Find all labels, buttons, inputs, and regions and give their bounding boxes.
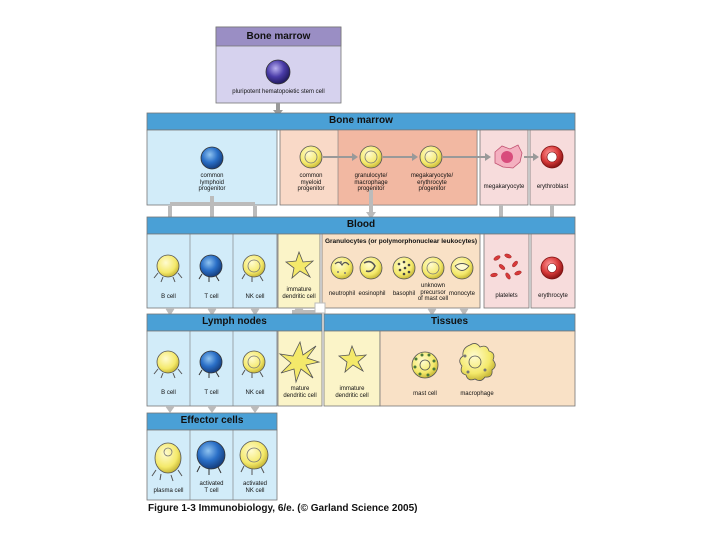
label-lymph-b-cell: B cell bbox=[161, 390, 176, 396]
label-me-progenitor: megakaryocyte/ erythrocyte progenitor bbox=[410, 173, 454, 192]
monocyte-icon bbox=[450, 256, 474, 280]
label-neutrophil: neutrophil bbox=[328, 291, 356, 297]
label-lymph-nk-cell: NK cell bbox=[245, 390, 265, 396]
label-erythroblast: erythroblast bbox=[536, 184, 569, 190]
label-mature-dc: mature dendritic cell bbox=[283, 386, 317, 399]
erythroblast-icon bbox=[540, 145, 564, 169]
lymph-b-cell-icon bbox=[153, 350, 183, 379]
unknown-precursor-icon bbox=[421, 256, 445, 280]
lymph-t-cell-icon bbox=[198, 350, 223, 378]
label-plasma-cell: plasma cell bbox=[153, 488, 184, 494]
erythrocyte-icon bbox=[540, 256, 564, 280]
blood-t-cell-icon bbox=[198, 254, 223, 282]
label-mast-cell: mast cell bbox=[413, 391, 437, 397]
header-bone-marrow: Bone marrow bbox=[329, 115, 393, 126]
stem-cell-icon bbox=[265, 59, 291, 85]
megakaryocyte-icon bbox=[494, 144, 523, 169]
stem-cell-panel bbox=[215, 26, 342, 104]
label-blood-b-cell: B cell bbox=[161, 294, 176, 300]
label-blood-immature-dc: immature dendritic cell bbox=[282, 287, 316, 300]
tissue-immature-dc-icon bbox=[337, 344, 368, 374]
label-platelets: platelets bbox=[495, 293, 518, 299]
label-unknown-precursor: unknown precursor of mast cell bbox=[417, 283, 449, 302]
label-macrophage: macrophage bbox=[460, 391, 494, 397]
header-lymph-nodes: Lymph nodes bbox=[202, 316, 267, 327]
label-erythrocyte: erythrocyte bbox=[538, 293, 568, 299]
platelets-icon bbox=[490, 253, 522, 280]
blood-b-cell-icon bbox=[153, 254, 183, 283]
label-monocyte: monocyte bbox=[448, 291, 475, 297]
label-basophil: basophil bbox=[392, 291, 416, 297]
label-eosinophil: eosinophil bbox=[358, 291, 386, 297]
label-blood-t-cell: T cell bbox=[204, 294, 219, 300]
activated-t-cell-icon bbox=[196, 440, 226, 475]
label-myeloid-progenitor: common myeloid progenitor bbox=[297, 173, 325, 192]
header-blood: Blood bbox=[346, 219, 376, 230]
header-effector-cells: Effector cells bbox=[180, 415, 244, 426]
myeloid-progenitor-icon bbox=[299, 145, 323, 169]
blood-immature-dc-icon bbox=[284, 250, 315, 280]
header-granulocytes: Granulocytes (or polymorphonuclear leuko… bbox=[324, 238, 478, 245]
blood-nk-cell-icon bbox=[241, 254, 266, 282]
mast-cell-icon bbox=[411, 351, 439, 379]
label-activated-t-cell: activated T cell bbox=[199, 481, 224, 494]
label-lymph-t-cell: T cell bbox=[204, 390, 219, 396]
gm-progenitor-icon bbox=[359, 145, 383, 169]
me-progenitor-icon bbox=[419, 145, 443, 169]
label-stem-cell: pluripotent hematopoietic stem cell bbox=[232, 89, 325, 95]
lymphoid-progenitor-icon bbox=[200, 146, 224, 170]
label-blood-nk-cell: NK cell bbox=[245, 294, 265, 300]
activated-nk-cell-icon bbox=[239, 440, 269, 475]
mature-dc-icon bbox=[278, 340, 321, 384]
label-lymphoid-progenitor: common lymphoid progenitor bbox=[198, 173, 226, 192]
label-activated-nk-cell: activated NK cell bbox=[242, 481, 267, 494]
figure-caption: Figure 1-3 Immunobiology, 6/e. (© Garlan… bbox=[148, 503, 418, 514]
label-tissue-immature-dc: immature dendritic cell bbox=[335, 386, 369, 399]
header-bone-marrow-top: Bone marrow bbox=[246, 31, 311, 42]
basophil-icon bbox=[392, 256, 416, 280]
plasma-cell-icon bbox=[151, 442, 183, 482]
label-megakaryocyte: megakaryocyte bbox=[483, 184, 525, 190]
eosinophil-icon bbox=[359, 256, 383, 280]
header-tissues: Tissues bbox=[430, 316, 469, 327]
label-gm-progenitor: granulocyte/ macrophage progenitor bbox=[354, 173, 388, 192]
macrophage-icon bbox=[459, 343, 496, 381]
neutrophil-icon bbox=[330, 256, 354, 280]
lymph-nk-cell-icon bbox=[241, 350, 266, 378]
